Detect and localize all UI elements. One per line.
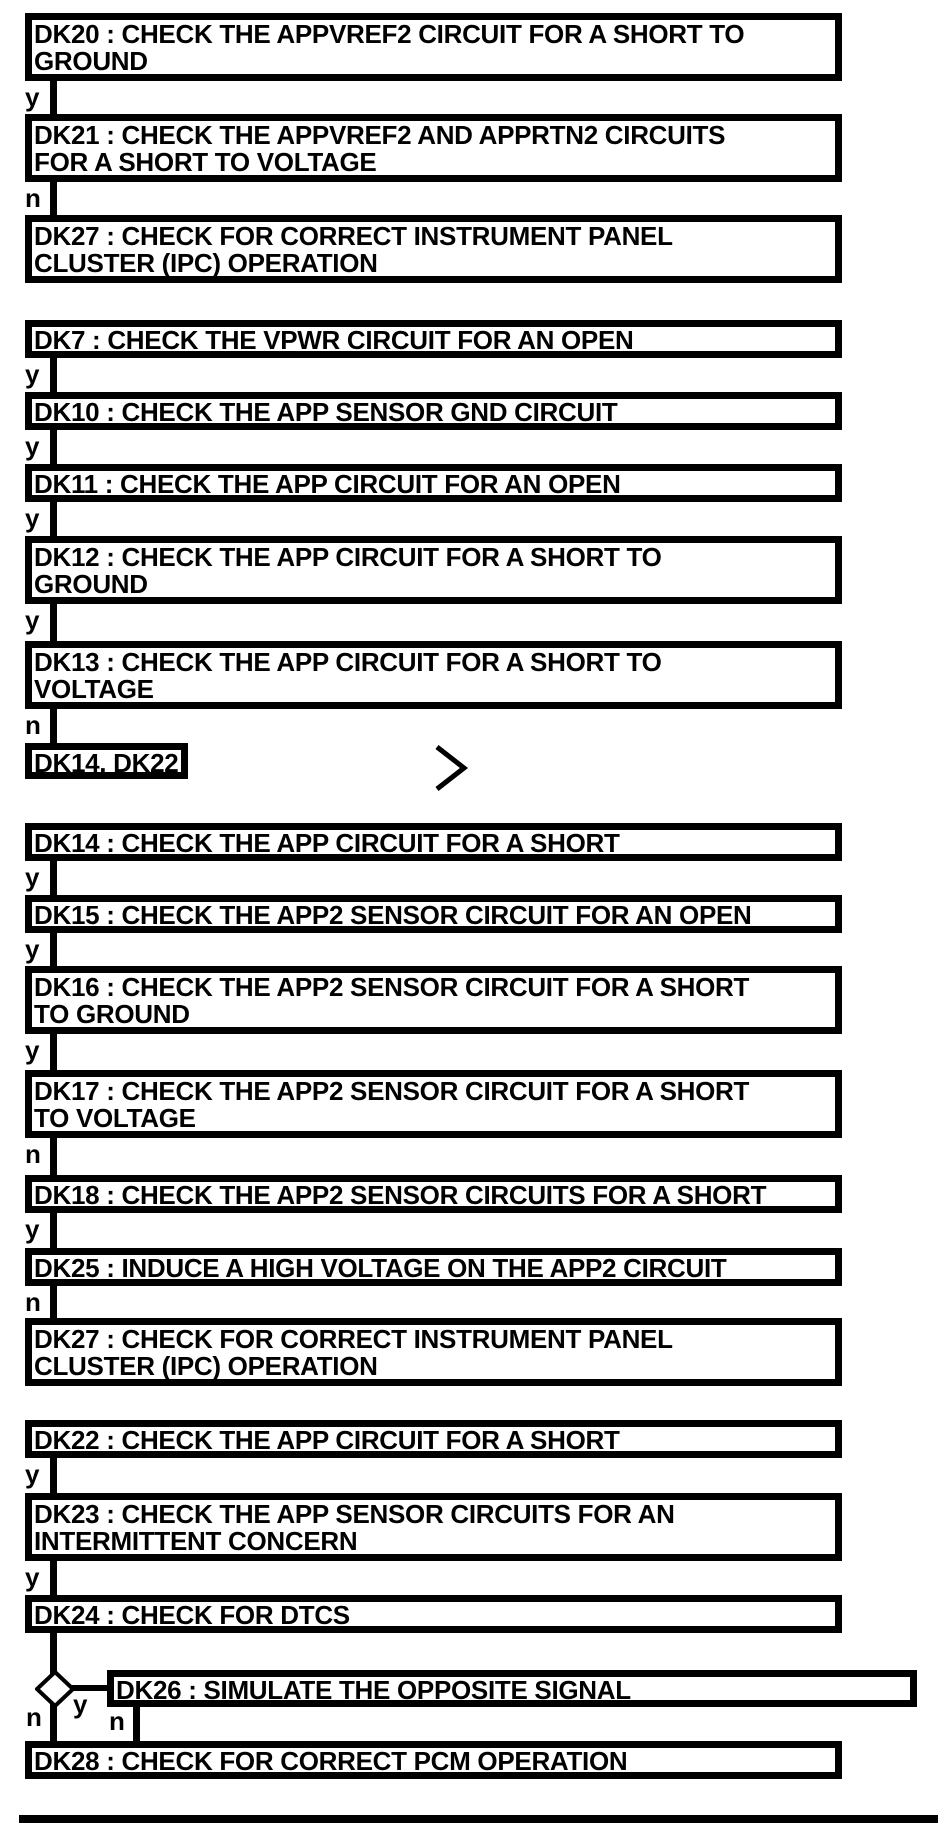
flow-continuation-chevron-icon: [435, 745, 469, 791]
flow-node-dk14: DK14 : CHECK THE APP CIRCUIT FOR A SHORT: [25, 823, 842, 861]
flow-node-dk11: DK11 : CHECK THE APP CIRCUIT FOR AN OPEN: [25, 464, 842, 502]
connector-line: [50, 709, 57, 743]
connector-line: [50, 502, 57, 536]
connector-label-no: n: [25, 1139, 41, 1169]
flow-node-dk18: DK18 : CHECK THE APP2 SENSOR CIRCUITS FO…: [25, 1175, 842, 1213]
connector-line: [50, 1561, 57, 1595]
connector-line: [50, 1633, 57, 1674]
connector-line: [50, 1286, 57, 1318]
flow-node-label: DK16 : CHECK THE APP2 SENSOR CIRCUIT FOR…: [34, 972, 750, 1002]
flow-node-label: DK27 : CHECK FOR CORRECT INSTRUMENT PANE…: [34, 1324, 673, 1354]
flow-node-label: GROUND: [34, 46, 148, 76]
flow-node-label: DK17 : CHECK THE APP2 SENSOR CIRCUIT FOR…: [34, 1076, 750, 1106]
flow-node-label: FOR A SHORT TO VOLTAGE: [34, 147, 377, 177]
connector-line: [50, 861, 57, 895]
flow-node-label: TO GROUND: [34, 999, 190, 1029]
connector-label-yes: y: [25, 1035, 40, 1065]
flow-node-label: DK26 : SIMULATE THE OPPOSITE SIGNAL: [116, 1675, 631, 1705]
flow-node-dk22: DK22 : CHECK THE APP CIRCUIT FOR A SHORT: [25, 1420, 842, 1458]
flow-node-dk27-ipc-2: DK27 : CHECK FOR CORRECT INSTRUMENT PANE…: [25, 1318, 842, 1386]
flow-node-label: DK14 : CHECK THE APP CIRCUIT FOR A SHORT: [34, 828, 620, 858]
connector-label-yes: y: [25, 1214, 40, 1244]
flow-node-dk13: DK13 : CHECK THE APP CIRCUIT FOR A SHORT…: [25, 641, 842, 709]
flow-node-label: INTERMITTENT CONCERN: [34, 1526, 358, 1556]
flow-node-label: DK24 : CHECK FOR DTCS: [34, 1600, 350, 1630]
connector-label-no: n: [109, 1706, 125, 1736]
flow-node-label: CLUSTER (IPC) OPERATION: [34, 248, 378, 278]
connector-label-yes: y: [25, 503, 40, 533]
connector-line: [50, 81, 57, 114]
flow-node-dk26: DK26 : SIMULATE THE OPPOSITE SIGNAL: [107, 1670, 917, 1707]
flow-node-dk10: DK10 : CHECK THE APP SENSOR GND CIRCUIT: [25, 392, 842, 430]
flow-node-label: DK27 : CHECK FOR CORRECT INSTRUMENT PANE…: [34, 221, 673, 251]
flow-node-label: DK21 : CHECK THE APPVREF2 AND APPRTN2 CI…: [34, 120, 726, 150]
flow-node-label: DK25 : INDUCE A HIGH VOLTAGE ON THE APP2…: [34, 1253, 727, 1283]
flow-node-label: DK14, DK22: [34, 748, 179, 778]
flow-node-dk25: DK25 : INDUCE A HIGH VOLTAGE ON THE APP2…: [25, 1248, 842, 1286]
connector-line: [50, 1458, 57, 1493]
flow-node-label: DK11 : CHECK THE APP CIRCUIT FOR AN OPEN: [34, 469, 621, 499]
flow-node-label: DK18 : CHECK THE APP2 SENSOR CIRCUITS FO…: [34, 1180, 767, 1210]
flow-node-label: DK7 : CHECK THE VPWR CIRCUIT FOR AN OPEN: [34, 325, 634, 355]
connector-label-yes: y: [73, 1689, 88, 1719]
connector-line: [50, 604, 57, 641]
bottom-rule: [19, 1815, 938, 1823]
flow-node-dk21: DK21 : CHECK THE APPVREF2 AND APPRTN2 CI…: [25, 114, 842, 182]
flow-node-label: CLUSTER (IPC) OPERATION: [34, 1351, 378, 1381]
connector-line: [50, 430, 57, 464]
flow-node-dk16: DK16 : CHECK THE APP2 SENSOR CIRCUIT FOR…: [25, 966, 842, 1034]
connector-label-yes: y: [25, 1562, 40, 1592]
flow-node-dk28: DK28 : CHECK FOR CORRECT PCM OPERATION: [25, 1741, 842, 1779]
flow-node-label: DK22 : CHECK THE APP CIRCUIT FOR A SHORT: [34, 1425, 620, 1455]
flow-node-label: DK10 : CHECK THE APP SENSOR GND CIRCUIT: [34, 397, 618, 427]
connector-line: [50, 1034, 57, 1070]
connector-line: [133, 1707, 140, 1741]
connector-label-yes: y: [25, 934, 40, 964]
connector-line: [50, 1213, 57, 1248]
connector-label-yes: y: [25, 862, 40, 892]
connector-label-yes: y: [25, 1459, 40, 1489]
flow-node-dk14-dk22-reference: DK14, DK22: [25, 743, 188, 779]
connector-label-yes: y: [25, 82, 40, 112]
connector-line: [50, 1704, 57, 1741]
connector-label-no: n: [26, 1702, 42, 1732]
flow-node-label: VOLTAGE: [34, 674, 154, 704]
flow-node-dk23: DK23 : CHECK THE APP SENSOR CIRCUITS FOR…: [25, 1493, 842, 1561]
flow-node-label: DK20 : CHECK THE APPVREF2 CIRCUIT FOR A …: [34, 19, 745, 49]
connector-label-no: n: [25, 183, 41, 213]
flow-node-label: DK12 : CHECK THE APP CIRCUIT FOR A SHORT…: [34, 542, 662, 572]
connector-line: [50, 358, 57, 392]
flow-node-label: TO VOLTAGE: [34, 1103, 196, 1133]
connector-label-yes: y: [25, 605, 40, 635]
connector-line: [50, 1138, 57, 1175]
connector-label-yes: y: [25, 431, 40, 461]
flow-node-dk15: DK15 : CHECK THE APP2 SENSOR CIRCUIT FOR…: [25, 895, 842, 933]
flow-node-dk12: DK12 : CHECK THE APP CIRCUIT FOR A SHORT…: [25, 536, 842, 604]
flow-node-dk20: DK20 : CHECK THE APPVREF2 CIRCUIT FOR A …: [25, 13, 842, 81]
flow-node-label: DK28 : CHECK FOR CORRECT PCM OPERATION: [34, 1746, 628, 1776]
connector-label-yes: y: [25, 359, 40, 389]
connector-line: [72, 1685, 108, 1691]
flow-node-dk27-ipc: DK27 : CHECK FOR CORRECT INSTRUMENT PANE…: [25, 215, 842, 283]
flow-node-dk7: DK7 : CHECK THE VPWR CIRCUIT FOR AN OPEN: [25, 320, 842, 358]
flow-node-label: DK23 : CHECK THE APP SENSOR CIRCUITS FOR…: [34, 1499, 675, 1529]
flow-node-dk24: DK24 : CHECK FOR DTCS: [25, 1595, 842, 1633]
connector-label-no: n: [25, 710, 41, 740]
connector-line: [50, 182, 57, 215]
connector-label-no: n: [25, 1287, 41, 1317]
flow-node-label: DK15 : CHECK THE APP2 SENSOR CIRCUIT FOR…: [34, 900, 752, 930]
flow-node-label: GROUND: [34, 569, 148, 599]
flow-node-label: DK13 : CHECK THE APP CIRCUIT FOR A SHORT…: [34, 647, 662, 677]
flow-node-dk17: DK17 : CHECK THE APP2 SENSOR CIRCUIT FOR…: [25, 1070, 842, 1138]
connector-line: [50, 933, 57, 966]
